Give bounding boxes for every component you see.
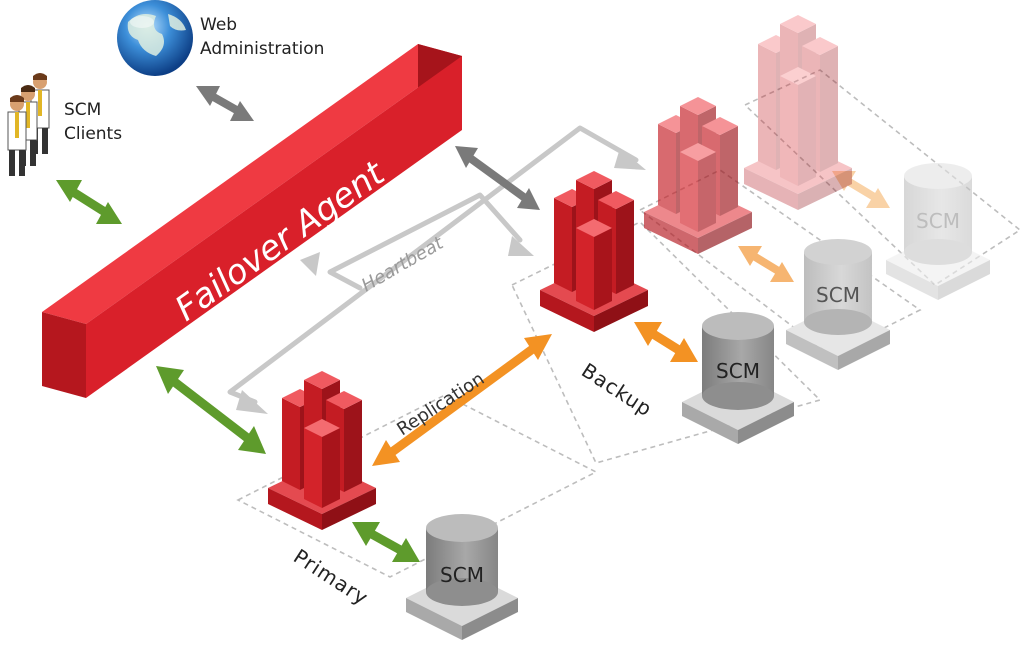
backup-server-2-icon: [644, 97, 752, 254]
backup2-db-arrow: [738, 246, 794, 282]
primary-db-arrow: [352, 522, 420, 562]
heartbeat-arrowheads: [236, 148, 646, 414]
backup-server-icon: [540, 171, 648, 332]
primary-db-label: SCM: [440, 563, 484, 587]
primary-db-icon: [406, 514, 518, 640]
admin-arrow: [196, 86, 254, 121]
clients-label-line2: Clients: [64, 124, 122, 144]
agent-backup-arrow: [455, 146, 540, 210]
failover-agent-bar: [42, 44, 462, 398]
backup-db-icon: [682, 312, 794, 444]
backup-db-3-icon: [886, 163, 990, 300]
backup-label: Backup: [577, 358, 657, 421]
replication-arrow: [372, 334, 552, 466]
backup-db-3-label: SCM: [916, 209, 960, 233]
backup-db-2-label: SCM: [816, 283, 860, 307]
backup-server-3-icon: [744, 15, 852, 210]
agent-primary-arrow: [156, 366, 266, 454]
backup-db-label: SCM: [716, 359, 760, 383]
clients-arrow: [56, 180, 122, 224]
people-icon: [7, 73, 50, 176]
backup-db-2-icon: [786, 239, 890, 370]
primary-server-icon: [268, 371, 376, 530]
globe-icon: [117, 0, 193, 76]
replication-label: Replication: [393, 368, 488, 440]
clients-label-line1: SCM: [64, 100, 101, 120]
primary-label: Primary: [289, 544, 373, 610]
web-admin-label-line2: Administration: [200, 39, 324, 59]
web-admin-label-line1: Web: [200, 15, 237, 35]
backup-db-arrow: [634, 322, 698, 362]
backup3-db-arrow: [832, 171, 890, 208]
platform-outlines: [236, 69, 1022, 578]
heartbeat-label: Heartbeat: [358, 232, 448, 296]
